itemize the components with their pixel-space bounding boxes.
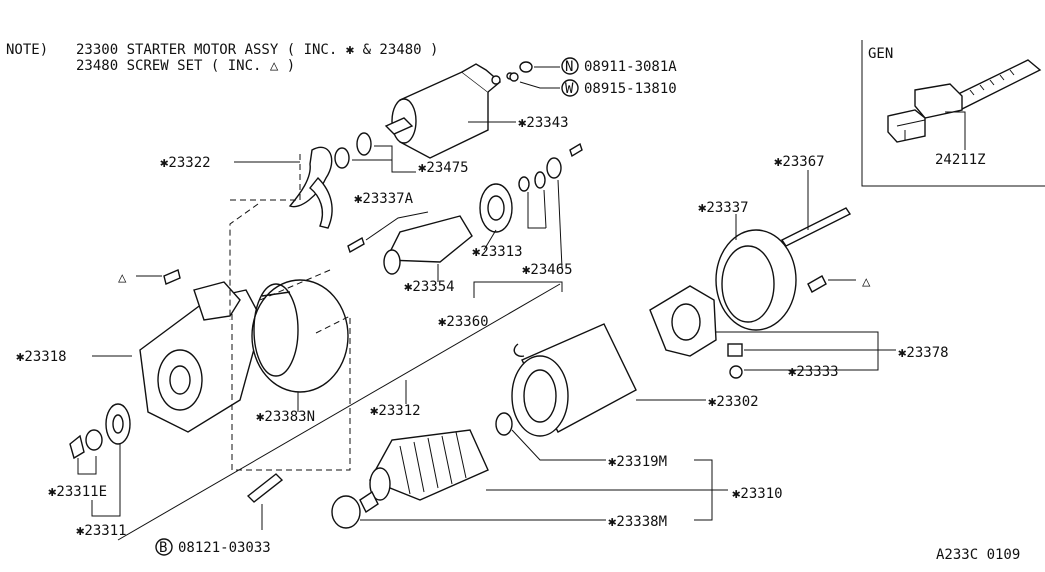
n-code: N: [565, 59, 573, 75]
callout-23318: ✱23318: [16, 349, 67, 365]
pinion-23311-drawing: [69, 403, 131, 460]
shift-lever-23322-drawing: [288, 146, 333, 229]
w-code: W: [565, 81, 574, 97]
callout-23360: ✱23360: [438, 314, 489, 330]
screw-23337a-drawing: [347, 236, 365, 254]
label-08121-03033: 08121-03033: [178, 540, 271, 556]
armature-23310-drawing: [359, 429, 489, 514]
gear-23313-drawing: [479, 183, 513, 233]
callout-23313: ✱23313: [472, 244, 523, 260]
tri-right-symbol: △: [862, 274, 871, 290]
cover-23383n-drawing: [251, 279, 349, 393]
callout-23337: ✱23337: [698, 200, 749, 216]
callout-23338m: ✱23338M: [608, 514, 667, 530]
w-marker-icon: [561, 79, 579, 97]
b-code: B: [159, 540, 167, 556]
gen-inset: GEN 24211Z: [861, 40, 1045, 187]
washers-23465-drawing: [518, 142, 583, 192]
screw-right-drawing: [807, 275, 827, 293]
note-prefix: NOTE): [6, 42, 48, 58]
front-housing-23318-drawing: [139, 281, 263, 433]
callout-23319m: ✱23319M: [608, 454, 667, 470]
bolt-23367-drawing: [780, 207, 852, 247]
solenoid-23343-drawing: [384, 63, 514, 159]
rear-cover-23337-drawing: [715, 229, 797, 331]
bearing-23319m-drawing: [495, 412, 513, 436]
nut-washer-drawing: [509, 61, 533, 82]
note-line-2: 23480 SCREW SET ( INC. △ ): [76, 58, 295, 74]
callout-23337a: ✱23337A: [354, 191, 414, 207]
callout-23302: ✱23302: [708, 394, 759, 410]
callout-23383n: ✱23383N: [256, 409, 315, 425]
callout-23354: ✱23354: [404, 279, 455, 295]
bearing-23338m-drawing: [331, 495, 361, 529]
tri-left-symbol: △: [118, 270, 127, 286]
callout-23333: ✱23333: [788, 364, 839, 380]
label-08911-3081a: 08911-3081A: [584, 59, 677, 75]
note-line-1: 23300 STARTER MOTOR ASSY ( INC. ✱ & 2348…: [76, 42, 438, 58]
callout-23378: ✱23378: [898, 345, 949, 361]
label-08915-13810: 08915-13810: [584, 81, 677, 97]
label-24211z: 24211Z: [935, 152, 986, 168]
diagram-id: A233C 0109: [936, 547, 1020, 563]
b-marker-icon: [155, 538, 173, 556]
pinion-shaft-23354-drawing: [383, 215, 473, 275]
n-marker-icon: [561, 57, 579, 75]
brush-holder-drawing: [649, 285, 743, 379]
callout-23322: ✱23322: [160, 155, 211, 171]
yoke-23302-drawing: [511, 323, 637, 437]
screw-b-drawing: [246, 473, 284, 503]
callout-23367: ✱23367: [774, 154, 825, 170]
connector-24211z-drawing: [887, 59, 1042, 143]
callout-23465: ✱23465: [522, 262, 573, 278]
gen-inset-title: GEN: [868, 46, 893, 62]
callout-23310: ✱23310: [732, 486, 783, 502]
callout-23475: ✱23475: [418, 160, 469, 176]
springs-23475-drawing: [334, 132, 372, 169]
callout-23343: ✱23343: [518, 115, 569, 131]
callout-23311: ✱23311: [76, 523, 127, 539]
callout-23311e: ✱23311E: [48, 484, 107, 500]
callout-23312: ✱23312: [370, 403, 421, 419]
screw-left-drawing: [163, 269, 181, 285]
